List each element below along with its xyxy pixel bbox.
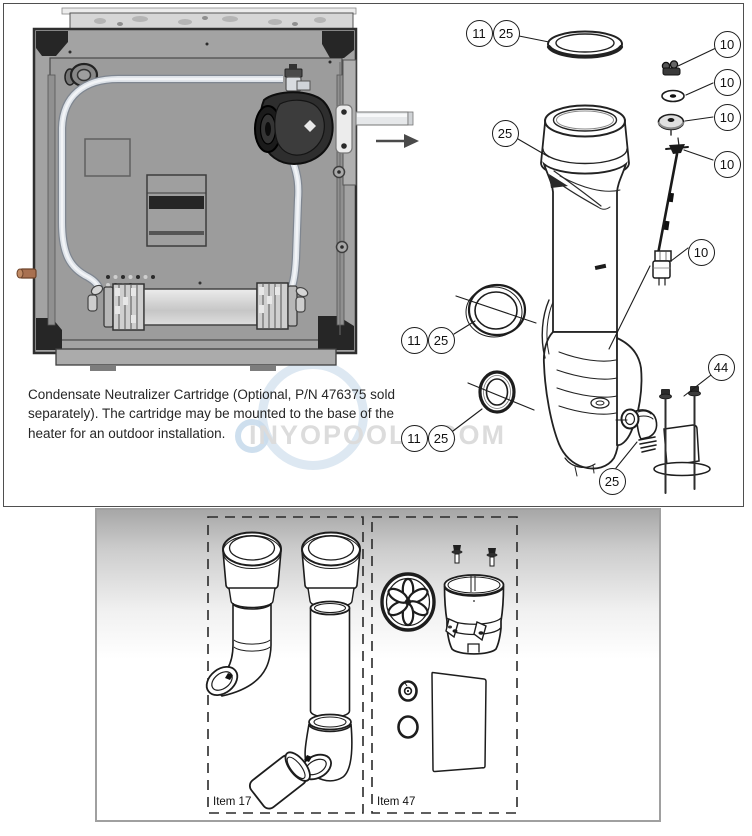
dashed-boxes bbox=[207, 516, 518, 814]
insulation-texture bbox=[94, 16, 326, 26]
heater-illustration bbox=[16, 7, 419, 371]
barb-elbow-part bbox=[620, 408, 658, 453]
callout-badge: 25 bbox=[427, 326, 455, 354]
item-47-label: Item 47 bbox=[377, 796, 416, 808]
corner-brackets bbox=[36, 31, 354, 350]
leader-lines bbox=[452, 35, 717, 469]
item-17-parts bbox=[205, 531, 361, 810]
condensate-trap bbox=[254, 64, 334, 166]
condensate-tube-left bbox=[57, 74, 283, 293]
wall-screw bbox=[332, 165, 349, 254]
flow-arrow-icon bbox=[376, 134, 419, 148]
callout-badge: 11 bbox=[400, 424, 428, 452]
exploded-view bbox=[452, 30, 717, 494]
callout-badge: 44 bbox=[707, 353, 735, 381]
grommet-part bbox=[398, 680, 418, 702]
grommet-ring bbox=[467, 370, 535, 414]
bottom-panel bbox=[95, 508, 661, 822]
copper-drain-fitting bbox=[16, 268, 37, 279]
callout-badge: 10 bbox=[713, 30, 741, 58]
clip-part bbox=[661, 60, 681, 76]
item-17-label: Item 17 bbox=[213, 796, 252, 808]
mount-bracket-part bbox=[653, 386, 711, 494]
dip-tube-part bbox=[652, 137, 689, 286]
callout-badge: 10 bbox=[713, 68, 741, 96]
collar-part bbox=[443, 574, 505, 655]
callout-badge: 11 bbox=[465, 19, 493, 47]
item-17-box bbox=[207, 516, 364, 814]
callout-badge: 10 bbox=[713, 150, 741, 178]
junction-box bbox=[146, 174, 207, 247]
coupling-part bbox=[248, 751, 311, 810]
flange-ring bbox=[455, 283, 537, 338]
callout-badge: 25 bbox=[598, 467, 626, 495]
watermark-logo-swirl bbox=[235, 419, 269, 453]
callout-badge: 10 bbox=[687, 238, 715, 266]
restrictor-wheel-part bbox=[380, 572, 436, 632]
panel-cutout bbox=[84, 138, 131, 177]
caption-line: Condensate Neutralizer Cartridge (Option… bbox=[28, 387, 395, 402]
plate-part bbox=[431, 671, 487, 773]
mounted-cartridge bbox=[87, 275, 309, 331]
callout-badge: 25 bbox=[427, 424, 455, 452]
o-ring-part bbox=[397, 715, 419, 739]
item-47-box bbox=[371, 516, 518, 814]
cartridge-vessel bbox=[540, 104, 643, 477]
vent-pipe-straight bbox=[301, 531, 361, 719]
callout-badge: 25 bbox=[491, 119, 519, 147]
screw-part bbox=[451, 545, 498, 567]
gasket-ring-top bbox=[547, 30, 623, 59]
callout-badge: 10 bbox=[713, 103, 741, 131]
vent-elbow-pipe bbox=[205, 531, 282, 697]
item-47-parts bbox=[380, 545, 505, 773]
outlet-pipe bbox=[355, 111, 414, 126]
callout-badge: 11 bbox=[400, 326, 428, 354]
callout-badge: 25 bbox=[492, 19, 520, 47]
caption-line: separately). The cartridge may be mounte… bbox=[28, 406, 394, 422]
wall-bracket bbox=[335, 104, 353, 154]
cap-washer-part bbox=[657, 113, 685, 136]
caption: Condensate Neutralizer Cartridge (Option… bbox=[28, 385, 395, 443]
caption-line: heater for an outdoor installation. bbox=[28, 425, 226, 441]
washer-part bbox=[661, 89, 685, 103]
